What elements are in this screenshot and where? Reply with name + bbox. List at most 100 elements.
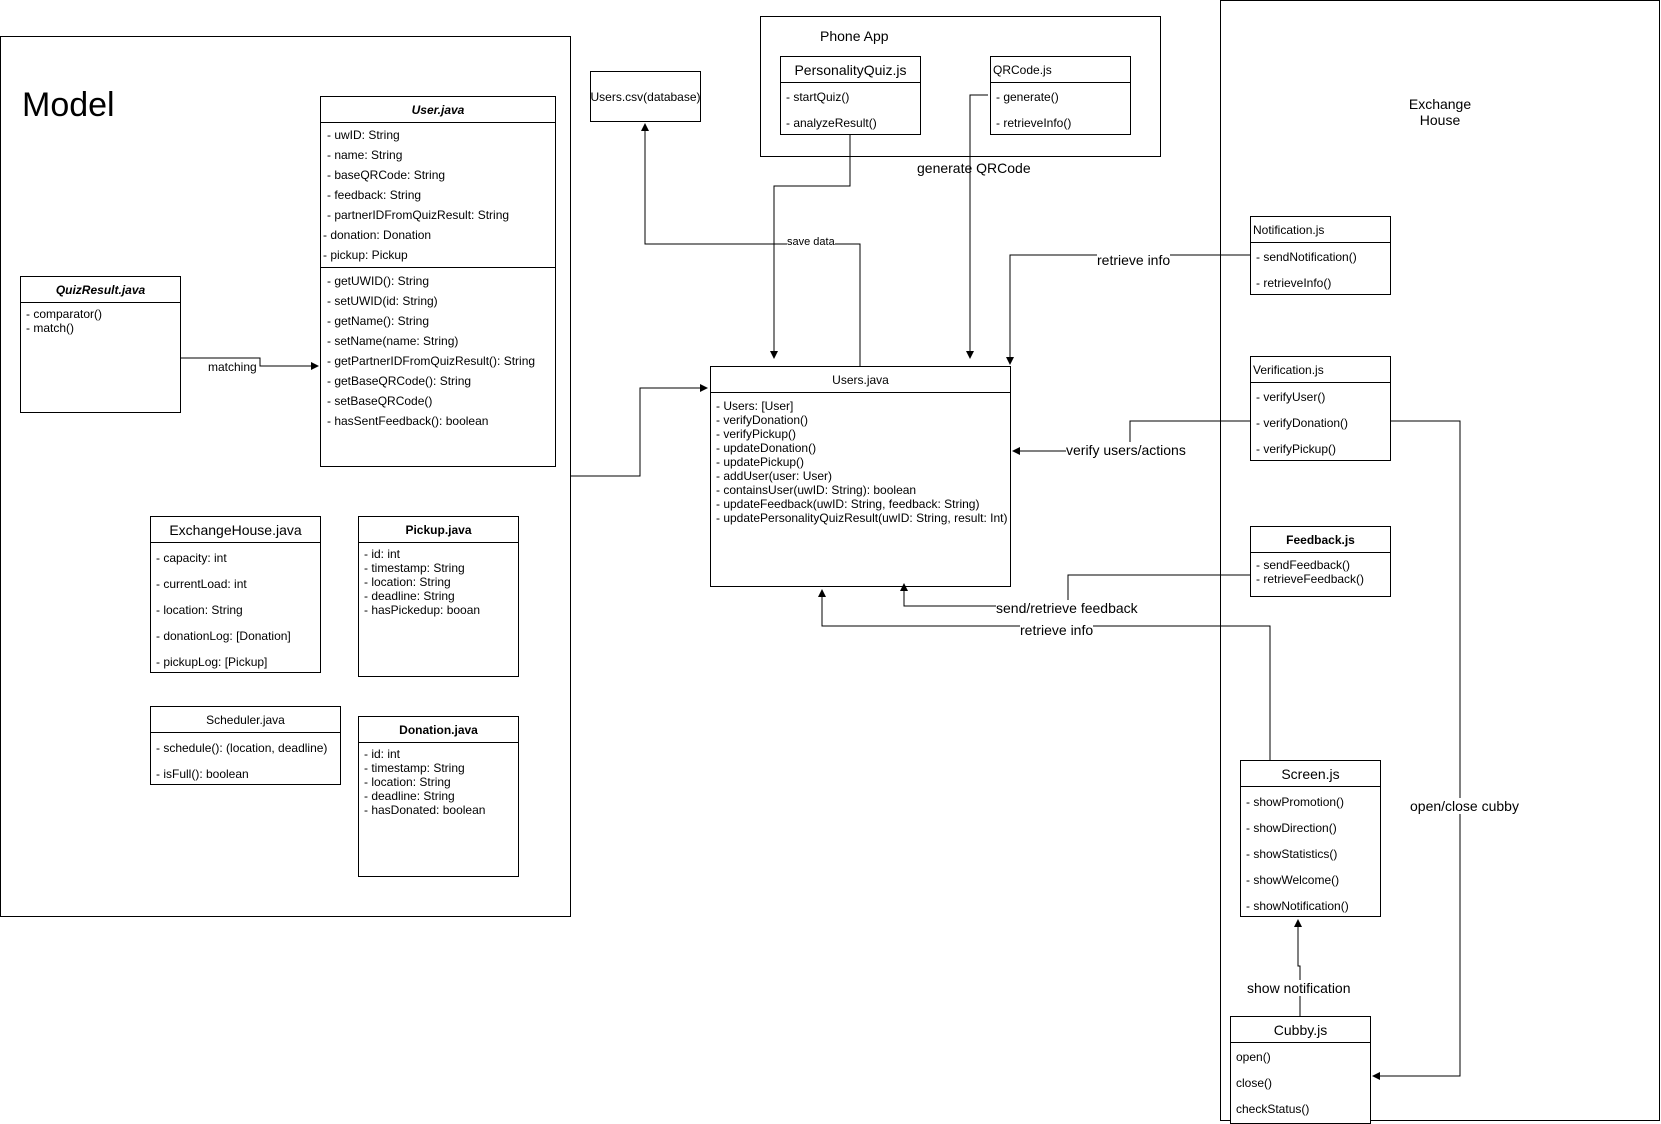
show-notification-edge-label: show notification <box>1247 980 1351 996</box>
exchange-house-field: - currentLoad: int <box>156 577 247 591</box>
quiz-result-method: - match() <box>26 321 74 335</box>
screen-js-class: Screen.js - showPromotion() - showDirect… <box>1240 760 1381 917</box>
pickup-field: - timestamp: String <box>364 561 465 575</box>
users-csv-database-label: Users.csv(database) <box>590 89 701 104</box>
user-field: - pickup: Pickup <box>323 248 408 262</box>
verification-method: - verifyDonation() <box>1256 416 1349 430</box>
donation-field: - deadline: String <box>364 789 455 803</box>
exchange-house-title-line2: House <box>1419 112 1461 128</box>
exchange-house-title-line1: Exchange <box>1408 96 1472 112</box>
matching-edge-label: matching <box>208 360 257 374</box>
quiz-result-java-class-name: QuizResult.java <box>21 277 180 303</box>
user-java-class-name: User.java <box>321 97 555 123</box>
users-member: - updateDonation() <box>716 441 817 455</box>
user-field: - partnerIDFromQuizResult: String <box>327 208 510 222</box>
users-csv-database: Users.csv(database) <box>590 71 701 122</box>
screen-js-class-name: Screen.js <box>1241 761 1380 787</box>
personality-quiz-js-class: PersonalityQuiz.js - startQuiz() - analy… <box>780 56 921 135</box>
verification-js-class-name: Verification.js <box>1251 357 1390 383</box>
phone-app-title: Phone App <box>820 28 889 44</box>
donation-field: - location: String <box>364 775 451 789</box>
users-member: - updateFeedback(uwID: String, feedback:… <box>716 497 980 511</box>
cubby-js-class-name: Cubby.js <box>1231 1017 1370 1043</box>
model-to-users-connector <box>571 384 708 477</box>
user-field: - donation: Donation <box>323 228 432 242</box>
exchange-house-java-class-name: ExchangeHouse.java <box>151 517 320 543</box>
pickup-java-class: Pickup.java - id: int - timestamp: Strin… <box>358 516 519 677</box>
scheduler-java-class-name: Scheduler.java <box>151 707 340 733</box>
user-method: - hasSentFeedback(): boolean <box>327 414 489 428</box>
cubby-js-class: Cubby.js open() close() checkStatus() <box>1230 1016 1371 1124</box>
cubby-method: open() <box>1236 1050 1271 1064</box>
personality-quiz-method: - startQuiz() <box>786 90 850 104</box>
save-data-edge-label: save data <box>787 236 835 248</box>
donation-field: - timestamp: String <box>364 761 465 775</box>
donation-java-class-name: Donation.java <box>359 717 518 743</box>
pickup-field: - hasPickedup: booan <box>364 603 481 617</box>
user-method: - setName(name: String) <box>327 334 459 348</box>
notification-method: - sendNotification() <box>1256 250 1357 264</box>
qrcode-js-class: QRCode.js - generate() - retrieveInfo() <box>990 56 1131 135</box>
notification-js-class: Notification.js - sendNotification() - r… <box>1250 216 1391 295</box>
personality-quiz-js-class-name: PersonalityQuiz.js <box>781 57 920 83</box>
users-member: - addUser(user: User) <box>716 469 833 483</box>
retrieve-info-notification-edge-label: retrieve info <box>1097 252 1171 268</box>
user-method: - getUWID(): String <box>327 274 430 288</box>
user-field: - baseQRCode: String <box>327 168 446 182</box>
users-member: - verifyPickup() <box>716 427 797 441</box>
pickup-java-class-name: Pickup.java <box>359 517 518 543</box>
exchange-house-title: Exchange House <box>1380 96 1500 128</box>
verification-js-class: Verification.js - verifyUser() - verifyD… <box>1250 356 1391 461</box>
feedback-method: - retrieveFeedback() <box>1256 572 1365 586</box>
cubby-method: close() <box>1236 1076 1273 1090</box>
user-method: - getBaseQRCode(): String <box>327 374 472 388</box>
cubby-method: checkStatus() <box>1236 1102 1310 1116</box>
feedback-js-class-name: Feedback.js <box>1251 527 1390 553</box>
screen-method: - showWelcome() <box>1246 873 1340 887</box>
generate-qrcode-edge-label: generate QRCode <box>917 160 1031 176</box>
users-java-class-name: Users.java <box>711 367 1010 393</box>
phone-app-container <box>760 16 1161 157</box>
screen-method: - showStatistics() <box>1246 847 1338 861</box>
pickup-field: - location: String <box>364 575 451 589</box>
open-close-cubby-edge-label: open/close cubby <box>1410 798 1519 814</box>
screen-method: - showNotification() <box>1246 899 1349 913</box>
exchange-house-container <box>1220 0 1660 1121</box>
user-method: - getPartnerIDFromQuizResult(): String <box>327 354 536 368</box>
feedback-js-class: Feedback.js - sendFeedback() - retrieveF… <box>1250 526 1391 597</box>
verification-method: - verifyPickup() <box>1256 442 1337 456</box>
qrcode-method: - generate() <box>996 90 1059 104</box>
user-java-fields: - uwID: String - name: String - baseQRCo… <box>321 123 555 268</box>
pickup-field: - id: int <box>364 547 401 561</box>
donation-field: - id: int <box>364 747 401 761</box>
user-field: - uwID: String <box>327 128 400 142</box>
notification-retrieve-connector <box>1006 254 1250 365</box>
scheduler-java-class: Scheduler.java - schedule(): (location, … <box>150 706 341 785</box>
scheduler-method: - isFull(): boolean <box>156 767 249 781</box>
send-retrieve-feedback-edge-label: send/retrieve feedback <box>996 600 1138 616</box>
users-member: - Users: [User] <box>716 399 794 413</box>
user-java-methods: - getUWID(): String - setUWID(id: String… <box>321 268 555 431</box>
quiz-result-method: - comparator() <box>26 307 103 321</box>
users-member: - verifyDonation() <box>716 413 809 427</box>
donation-field: - hasDonated: boolean <box>364 803 486 817</box>
users-member: - containsUser(uwID: String): boolean <box>716 483 917 497</box>
exchange-house-field: - donationLog: [Donation] <box>156 629 291 643</box>
users-member: - updatePersonalityQuizResult(uwID: Stri… <box>716 511 1008 525</box>
exchange-house-java-class: ExchangeHouse.java - capacity: int - cur… <box>150 516 321 673</box>
quiz-result-java-class: QuizResult.java - comparator() - match() <box>20 276 181 413</box>
notification-js-class-name: Notification.js <box>1251 217 1390 243</box>
scheduler-method: - schedule(): (location, deadline) <box>156 741 328 755</box>
model-container <box>0 36 571 917</box>
users-member: - updatePickup() <box>716 455 805 469</box>
exchange-house-field: - capacity: int <box>156 551 227 565</box>
user-method: - getName(): String <box>327 314 430 328</box>
exchange-house-field: - pickupLog: [Pickup] <box>156 655 268 669</box>
feedback-method: - sendFeedback() <box>1256 558 1351 572</box>
notification-method: - retrieveInfo() <box>1256 276 1332 290</box>
model-title: Model <box>22 86 115 124</box>
user-field: - name: String <box>327 148 403 162</box>
retrieve-info-screen-edge-label: retrieve info <box>1020 622 1094 638</box>
donation-java-class: Donation.java - id: int - timestamp: Str… <box>358 716 519 877</box>
user-method: - setBaseQRCode() <box>327 394 433 408</box>
